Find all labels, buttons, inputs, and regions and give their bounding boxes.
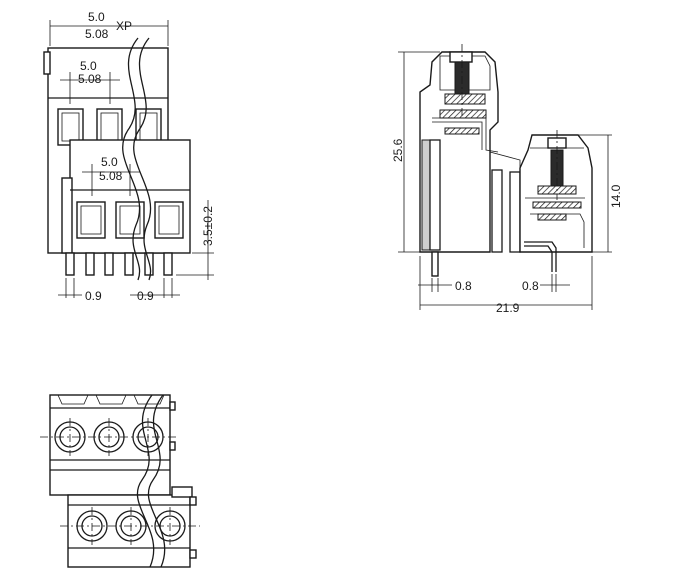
dim-plug-height: 14.0 — [578, 134, 623, 253]
pitch-top-label: 5.0 — [88, 10, 105, 24]
front-pins — [65, 252, 173, 276]
top-header-body — [49, 394, 171, 496]
plug-height-label: 14.0 — [609, 184, 623, 208]
total-height-label: 25.6 — [391, 138, 405, 162]
dim-total-depth: 21.9 — [419, 256, 593, 315]
pin-width-right-label: 0.9 — [137, 289, 154, 303]
top-break-line — [136, 394, 155, 568]
pin-width-left-label: 0.9 — [85, 289, 102, 303]
pitch-top-alt-label: 5.08 — [85, 27, 109, 41]
total-depth-label: 21.9 — [496, 301, 520, 315]
pitch-low-label: 5.0 — [101, 155, 118, 169]
dim-pin-right: 0.8 — [522, 274, 570, 293]
top-view — [40, 394, 200, 568]
header-clamp — [444, 127, 480, 135]
break-line — [122, 37, 141, 281]
lower-pockets — [76, 201, 184, 239]
plug-clamp — [532, 201, 582, 209]
pin-height-label: 3.5±0.2 — [201, 206, 215, 246]
pitch-mid-alt-label: 5.08 — [78, 72, 102, 86]
top-plug-body — [67, 494, 191, 568]
pitch-xp-label: XP — [116, 19, 132, 33]
front-view: 5.0 5.08 XP 5.0 5.08 5.0 5.08 3.5±0.2 — [43, 10, 215, 303]
pitch-mid-label: 5.0 — [80, 59, 97, 73]
pin-right-label: 0.8 — [522, 279, 539, 293]
dim-pitch-low: 5.0 5.08 — [82, 155, 140, 196]
pin-left-label: 0.8 — [455, 279, 472, 293]
dim-pitch-top: 5.0 5.08 XP — [49, 10, 169, 46]
plug-pin — [524, 241, 557, 272]
dim-pin-height: 3.5±0.2 — [176, 200, 215, 280]
upper-pockets — [57, 108, 162, 146]
header-pin — [431, 251, 439, 277]
header-latch — [43, 51, 51, 75]
side-view: 25.6 14.0 0.8 0.8 21.9 — [391, 44, 623, 315]
dim-total-height: 25.6 — [391, 51, 440, 253]
dim-pin-width: 0.9 0.9 — [58, 278, 180, 303]
dim-pitch-mid: 5.0 5.08 — [60, 59, 120, 104]
pitch-low-alt-label: 5.08 — [99, 169, 123, 183]
dim-pin-left: 0.8 — [418, 278, 472, 293]
